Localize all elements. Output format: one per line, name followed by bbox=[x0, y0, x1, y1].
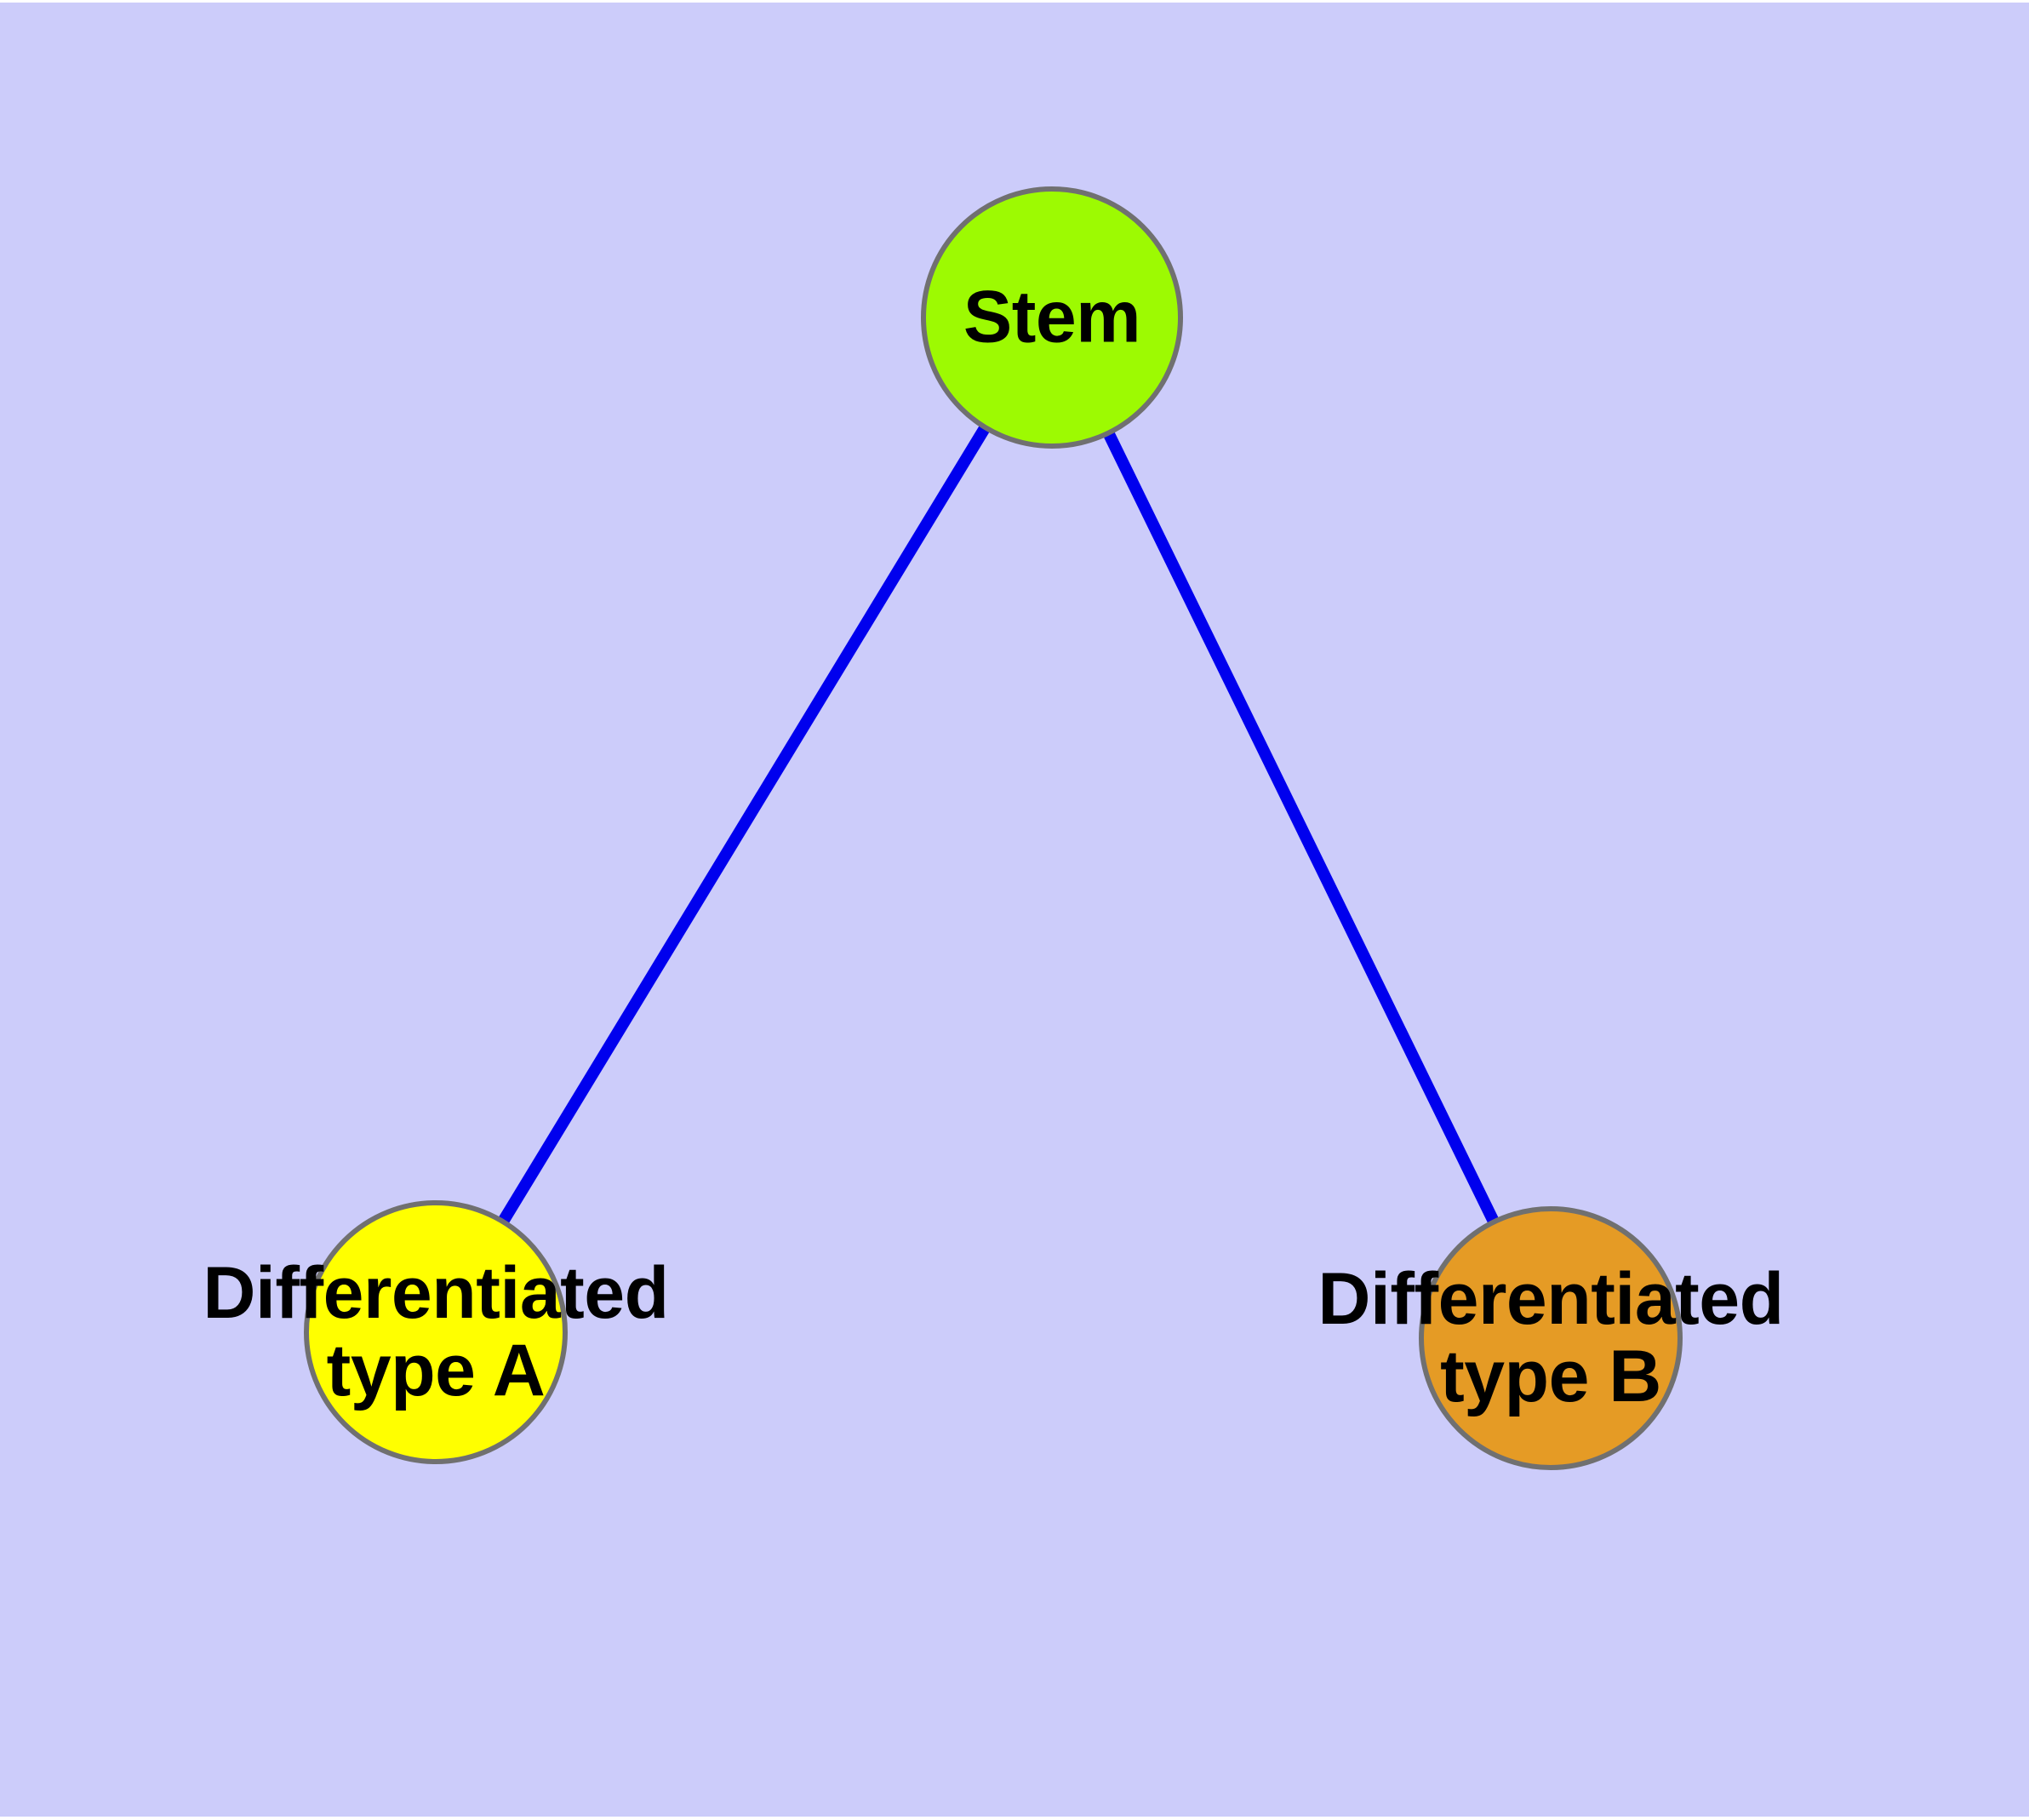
node-diff_a[interactable] bbox=[304, 1200, 568, 1464]
edges-layer bbox=[496, 422, 1500, 1227]
edge-stem-diff-b[interactable] bbox=[1102, 428, 1500, 1227]
node-diff_b[interactable] bbox=[1419, 1206, 1683, 1470]
node-stem[interactable] bbox=[921, 186, 1183, 449]
nodes-layer bbox=[304, 186, 1683, 1470]
edge-stem-diff-a[interactable] bbox=[496, 422, 992, 1227]
